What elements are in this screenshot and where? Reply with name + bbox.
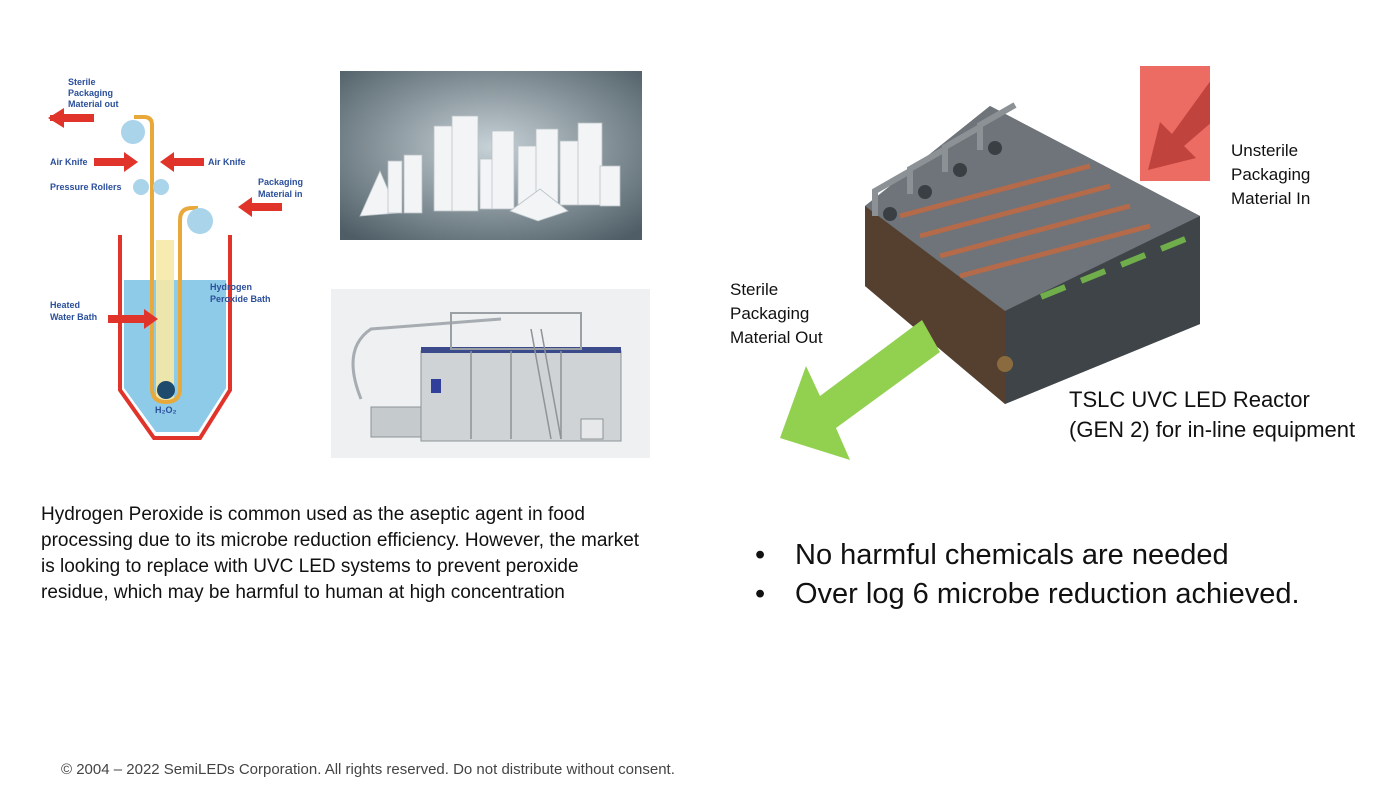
- label-hydrogen-bath-1: Hydrogen: [210, 282, 252, 292]
- sterile-line-3: Material Out: [730, 328, 823, 347]
- sterile-packaging-label: Sterile Packaging Material Out: [730, 278, 870, 350]
- unsterile-line-3: Material In: [1231, 189, 1311, 208]
- filling-machine-photo: [331, 289, 650, 458]
- label-sterile-out-1: Sterile: [68, 77, 96, 87]
- label-air-knife-left: Air Knife: [50, 157, 88, 167]
- label-air-knife-right: Air Knife: [208, 157, 246, 167]
- label-heated-bath-2: Water Bath: [50, 312, 97, 322]
- label-packaging-in-2: Material in: [258, 189, 303, 199]
- sterile-out-arrow: [780, 320, 940, 460]
- sterile-line-2: Packaging: [730, 304, 810, 323]
- label-sterile-out-3: Material out: [68, 99, 119, 109]
- copyright-footer: © 2004 – 2022 SemiLEDs Corporation. All …: [61, 761, 675, 778]
- sterile-line-1: Sterile: [730, 280, 779, 299]
- label-hydrogen-bath-2: Peroxide Bath: [210, 294, 271, 304]
- unsterile-packaging-label: Unsterile Packaging Material In: [1231, 139, 1371, 211]
- bullet-item: •No harmful chemicals are needed: [755, 539, 1229, 571]
- uvc-reactor-image: [780, 66, 1264, 462]
- unsterile-line-1: Unsterile: [1231, 141, 1299, 160]
- label-h2o2: H₂O₂: [155, 405, 177, 415]
- unsterile-line-2: Packaging: [1231, 165, 1311, 184]
- cartons-photo: [340, 71, 642, 240]
- bullet-text: Over log 6 microbe reduction achieved.: [795, 578, 1300, 610]
- label-sterile-out-2: Packaging: [68, 88, 113, 98]
- bullet-item: •Over log 6 microbe reduction achieved.: [755, 578, 1300, 610]
- label-packaging-in-1: Packaging: [258, 177, 303, 187]
- hydrogen-peroxide-diagram: Sterile Packaging Material out Air Knife…: [38, 70, 338, 450]
- body-paragraph: Hydrogen Peroxide is common used as the …: [41, 504, 640, 603]
- reactor-caption: TSLC UVC LED Reactor (GEN 2) for in-line…: [1069, 387, 1356, 442]
- bullet-list: •No harmful chemicals are needed •Over l…: [755, 536, 1355, 614]
- label-heated-bath-1: Heated: [50, 300, 80, 310]
- label-pressure-rollers: Pressure Rollers: [50, 182, 122, 192]
- bullet-text: No harmful chemicals are needed: [795, 539, 1229, 571]
